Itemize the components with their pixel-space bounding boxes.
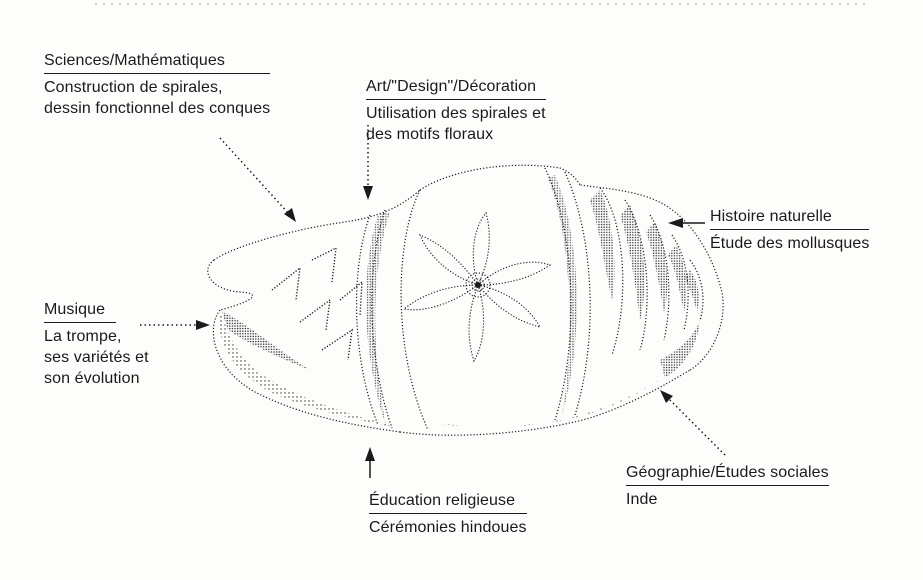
pointer-religion — [365, 447, 375, 478]
label-art-line-1: Utilisation des spirales et — [366, 103, 546, 124]
label-art-line-2: des motifs floraux — [366, 124, 546, 145]
label-histoire-rule — [710, 229, 869, 230]
label-musique-heading: Musique — [44, 299, 149, 320]
label-histoire-heading: Histoire naturelle — [710, 206, 869, 227]
chevron-patterns — [272, 248, 362, 360]
label-geographie-heading: Géographie/Études sociales — [626, 462, 829, 483]
label-art-heading: Art/"Design"/Décoration — [366, 76, 546, 97]
flower-center — [475, 282, 481, 288]
spire-ridges — [600, 188, 703, 355]
label-art: Art/"Design"/Décoration Utilisation des … — [366, 76, 546, 145]
label-geographie-line-1: Inde — [626, 489, 829, 510]
pointer-histoire — [668, 218, 705, 228]
label-sciences: Sciences/Mathématiques Construction de s… — [44, 50, 270, 119]
label-musique-line-2: ses variétés et — [44, 347, 149, 368]
label-geographie-rule — [626, 485, 829, 486]
label-religion-heading: Éducation religieuse — [369, 490, 527, 511]
label-sciences-line-1: Construction de spirales, — [44, 77, 270, 98]
label-sciences-rule — [44, 73, 270, 74]
label-art-rule — [366, 99, 546, 100]
label-religion: Éducation religieuse Cérémonies hindoues — [369, 490, 527, 538]
pointer-musique — [140, 320, 210, 330]
pointer-sciences — [220, 138, 296, 222]
label-musique-rule — [44, 322, 116, 323]
label-sciences-line-2: dessin fonctionnel des conques — [44, 98, 270, 119]
spire-shading — [590, 190, 700, 378]
label-histoire-line-1: Étude des mollusques — [710, 233, 869, 254]
label-musique-line-3: son évolution — [44, 368, 149, 389]
pointer-geographie — [660, 390, 725, 455]
label-sciences-heading: Sciences/Mathématiques — [44, 50, 270, 71]
label-histoire: Histoire naturelle Étude des mollusques — [710, 206, 869, 254]
label-geographie: Géographie/Études sociales Inde — [626, 462, 829, 510]
label-musique: Musique La trompe, ses variétés et son é… — [44, 299, 149, 389]
band-shading — [366, 175, 577, 426]
label-religion-rule — [369, 513, 527, 514]
underside-shading — [219, 312, 670, 428]
label-musique-line-1: La trompe, — [44, 326, 149, 347]
label-religion-line-1: Cérémonies hindoues — [369, 517, 527, 538]
